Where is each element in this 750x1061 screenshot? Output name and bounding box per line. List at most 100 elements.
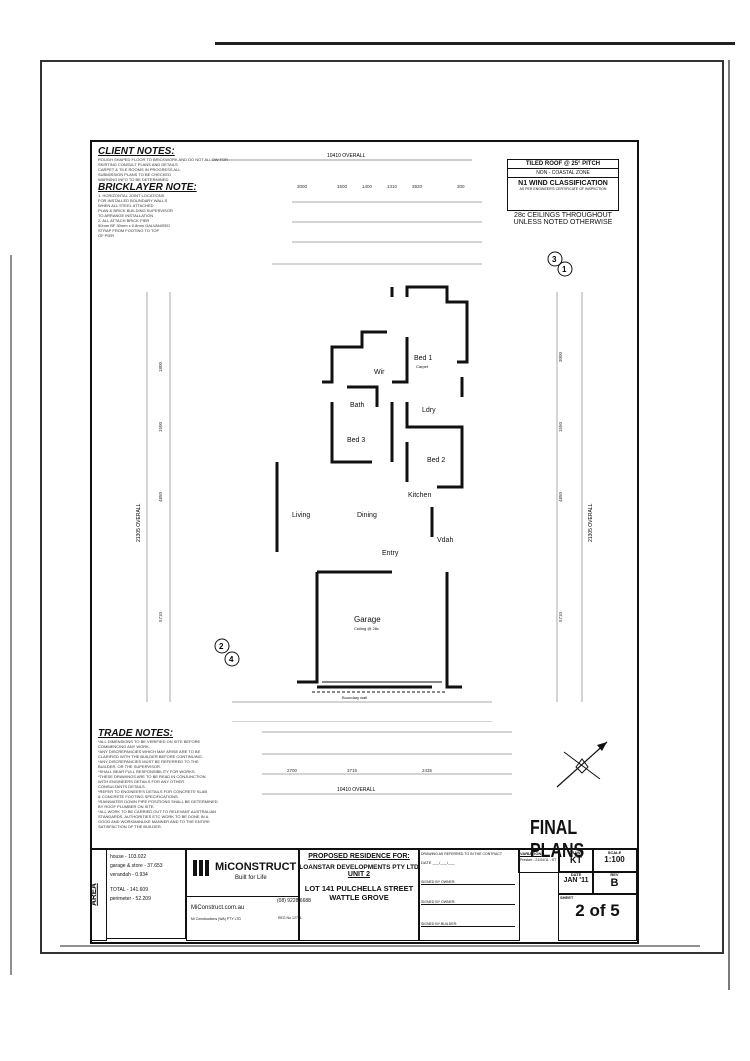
room-kitchen: Kitchen [408, 492, 431, 499]
date-cell: DATE JAN '11 [558, 871, 594, 895]
signoff-owner1: SIGNED BY OWNER: [421, 880, 515, 885]
drawn-label: DRAWN [568, 850, 584, 855]
bricklayer-notes-line: 1. HORIZONTAL JOINT LOCATIONS [98, 193, 165, 198]
project-unit: UNIT 2 [347, 871, 371, 878]
scan-artifact-bottom [60, 945, 700, 947]
area-garage: garage & store - 37.653 [110, 863, 163, 869]
bottom-dimensions: 2700 3715 2435 10410 OVERALL [262, 731, 512, 795]
trade-notes-line: COMMENCING ANY WORK. [98, 744, 150, 749]
section-marker-label: 3 [552, 255, 557, 264]
company-phone: (08) 9228 6688 [277, 898, 311, 904]
trade-notes-line: & CONCRETE FOOTING SPECIFICATIONS. [98, 794, 179, 799]
room-bed3: Bed 3 [347, 437, 365, 444]
variation-value: Prestart - 21/04/11 - ST [520, 858, 557, 862]
bricklayer-notes-line: WHEN ALL STEEL ATTACHED [98, 203, 154, 208]
area-house: house - 103.022 [110, 854, 147, 860]
client-notes-line: ROUGH SHAPED FLOOR TO BRICKWORK AND DO N… [98, 157, 229, 162]
bricklayer-notes-line: TO ARRANGE INSTALLATION [98, 213, 154, 218]
wind-certificate: AS PER ENGINEER'S CERTIFICATE OF INSPECT… [519, 187, 607, 191]
client-notes-line: WARNING INFO TO BE DETERMINED [98, 177, 169, 182]
room-garage: Garage [354, 615, 381, 624]
dim-bottom-value: 2435 [422, 768, 433, 773]
roof-pitch: TILED ROOF @ 25° PITCH [508, 160, 618, 169]
bricklayer-notes-line: STRAP FROM FOOTING TO TOP [98, 228, 160, 233]
area-perimeter: perimeter - 52.209 [110, 896, 151, 902]
signoff-builder: SIGNED BY BUILDER: [421, 922, 515, 927]
final-plans-heading: FINAL PLANS [530, 817, 585, 862]
trade-notes-line: *SHALL BEAR FULL RESPONSIBILITY FOR WORK… [98, 769, 196, 774]
sheet-value: 2 of 5 [575, 901, 620, 920]
client-notes-line: SKIRTING CONSULT PLANS AND DETAILS [98, 162, 178, 167]
floor-plan: 10410 OVERALL 3000 1500 1400 1310 3920 3… [136, 153, 594, 722]
dim-left-overall: 21305 OVERALL [136, 503, 142, 542]
bricklayer-notes-line: OF PIER [98, 233, 115, 238]
miconstruct-logo-icon [193, 860, 211, 876]
area-schedule: house - 103.022 garage & store - 37.653 … [106, 849, 186, 939]
section-marker-left: 2 4 [214, 638, 240, 667]
sheet-cell: SHEET 2 of 5 [558, 893, 637, 941]
dim-right-value: 1550 [558, 421, 563, 432]
company-block: MiCONSTRUCT Built for Life MiConstruct.c… [186, 849, 300, 941]
dim-bottom-value: 3715 [347, 768, 358, 773]
project-block: PROPOSED RESIDENCE FOR: LOANSTAR DEVELOP… [298, 849, 420, 941]
trade-notes-line: WITH ENGINEERS DETAILS FOR ANY OTHER [98, 779, 185, 784]
bricklayer-notes-line: 50mm BF 30mm x 0.8mm GALVANISED [98, 223, 171, 228]
drawn-value: KT [570, 855, 582, 865]
roof-spec-box: TILED ROOF @ 25° PITCH NON - COASTAL ZON… [507, 159, 619, 211]
dim-left-value: 1800 [158, 361, 163, 372]
dim-top-value: 1400 [362, 184, 373, 189]
rev-label: REV [610, 872, 619, 877]
trade-notes-line: *ANY DISCREPANCIES WHICH MAY ARISE ARE T… [98, 749, 201, 754]
bricklayer-notes-line: PLAN & BRICK BUILDING SUPERVISOR [98, 208, 173, 213]
date-value: JAN '11 [563, 877, 589, 884]
drawn-cell: DRAWN KT [558, 849, 594, 873]
room-living: Living [292, 512, 310, 519]
dim-top-overall: 10410 OVERALL [327, 153, 366, 159]
client-notes-line: SUBMISSION PLANS TO BE CHECKED [98, 172, 171, 177]
scan-artifact-left [10, 255, 12, 975]
section-marker-label: 2 [219, 642, 224, 651]
dim-top-value: 300 [457, 184, 465, 189]
company-tagline: Built for Life [235, 875, 267, 881]
dim-left-value: 4850 [158, 491, 163, 502]
trade-notes-line: *THESE DRAWINGS ARE TO BE READ IN CONJUN… [98, 774, 206, 779]
room-garage-ceiling: Ceiling @ 28c [354, 626, 379, 631]
room-bath: Bath [350, 402, 365, 409]
scale-cell: SCALE 1:100 [592, 849, 637, 873]
trade-notes-line: *ANY DISCREPANCIES MUST BE REFERRED TO T… [98, 759, 199, 764]
trade-notes-line: BY ROOF PLUMBER ON SITE. [98, 804, 155, 809]
boundary-wall-label: Boundary wall [342, 695, 367, 700]
room-dining: Dining [357, 512, 377, 519]
area-label-cell: AREA [89, 849, 107, 941]
scan-artifact-right [728, 60, 730, 990]
room-ldry: Ldry [422, 407, 436, 414]
project-suburb: WATTLE GROVE [329, 893, 389, 902]
signoff-date: DATE ___/___/___ [421, 860, 455, 865]
dim-right-value: 5710 [558, 611, 563, 622]
trade-notes-line: *RAINWATER DOWN PIPE POSITIONS SHALL BE … [98, 799, 218, 804]
ceiling-note-line1: 28c CEILINGS THROUGHOUT [514, 212, 612, 219]
dim-top-value: 1500 [337, 184, 348, 189]
scale-label: SCALE [607, 850, 622, 855]
bricklayer-notes-line: 2. ALL ATTACH BRICK PIER [98, 218, 150, 223]
room-bed2: Bed 2 [427, 457, 445, 464]
date-label: DATE [570, 872, 582, 877]
trade-notes-line: BUILDER, OR THE SUPERVISOR. [98, 764, 161, 769]
ceiling-note: 28c CEILINGS THROUGHOUT UNLESS NOTED OTH… [507, 212, 619, 226]
client-notes-title: CLIENT NOTES: [98, 146, 175, 157]
company-reg: REG No 12781 [278, 916, 302, 920]
north-arrow-icon [556, 741, 608, 788]
sheet-label: SHEET [560, 895, 574, 900]
scale-value: 1:100 [604, 855, 625, 864]
section-marker-top: 3 1 [547, 251, 573, 277]
dim-top-value: 3000 [297, 184, 308, 189]
dim-left-value: 1500 [158, 421, 163, 432]
room-vdah: Vdah [437, 537, 453, 544]
room-bed1: Bed 1 [414, 355, 432, 362]
scan-artifact-top [215, 42, 735, 45]
client-notes-line: CARPET & TILE ROOMS IN PROGRESS ALL [98, 167, 181, 172]
dim-top-value: 1310 [387, 184, 398, 189]
company-website: MiConstruct.com.au [191, 905, 245, 911]
coastal-zone: NON - COASTAL ZONE [508, 169, 618, 178]
room-wir: Wir [374, 369, 385, 376]
